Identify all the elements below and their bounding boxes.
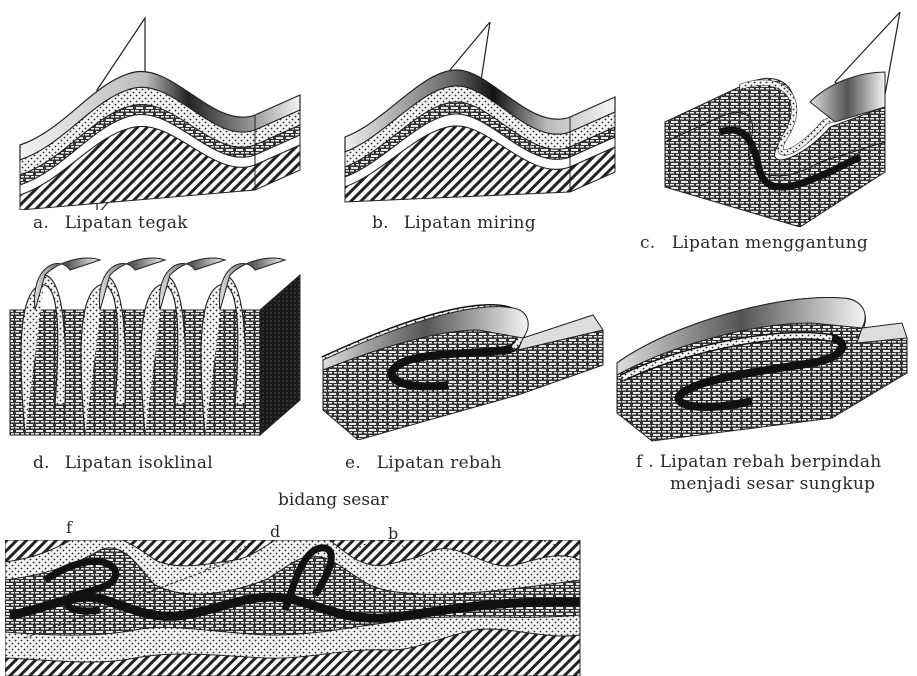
diagram-inclined-fold xyxy=(340,22,620,207)
diagram-overturned-fold xyxy=(660,12,910,227)
caption-f: f . Lipatan rebah berpindah menjadi sesa… xyxy=(636,451,882,495)
diagram-recumbent-fold xyxy=(318,290,608,440)
caption-e: e. Lipatan rebah xyxy=(345,453,502,473)
diagram-thrust-fold xyxy=(612,283,912,443)
cross-section-label-f: f xyxy=(66,518,72,537)
diagram-cross-section xyxy=(5,540,585,676)
caption-c: c. Lipatan menggantung xyxy=(640,233,868,253)
caption-a: a. Lipatan tegak xyxy=(33,213,188,233)
caption-b: b. Lipatan miring xyxy=(372,213,536,233)
diagram-upright-fold xyxy=(15,10,305,210)
diagram-isoclinal-fold xyxy=(5,255,305,440)
caption-d: d. Lipatan isoklinal xyxy=(33,453,213,473)
fault-plane-label: bidang sesar xyxy=(278,490,388,510)
cross-section-label-d: d xyxy=(270,522,280,541)
